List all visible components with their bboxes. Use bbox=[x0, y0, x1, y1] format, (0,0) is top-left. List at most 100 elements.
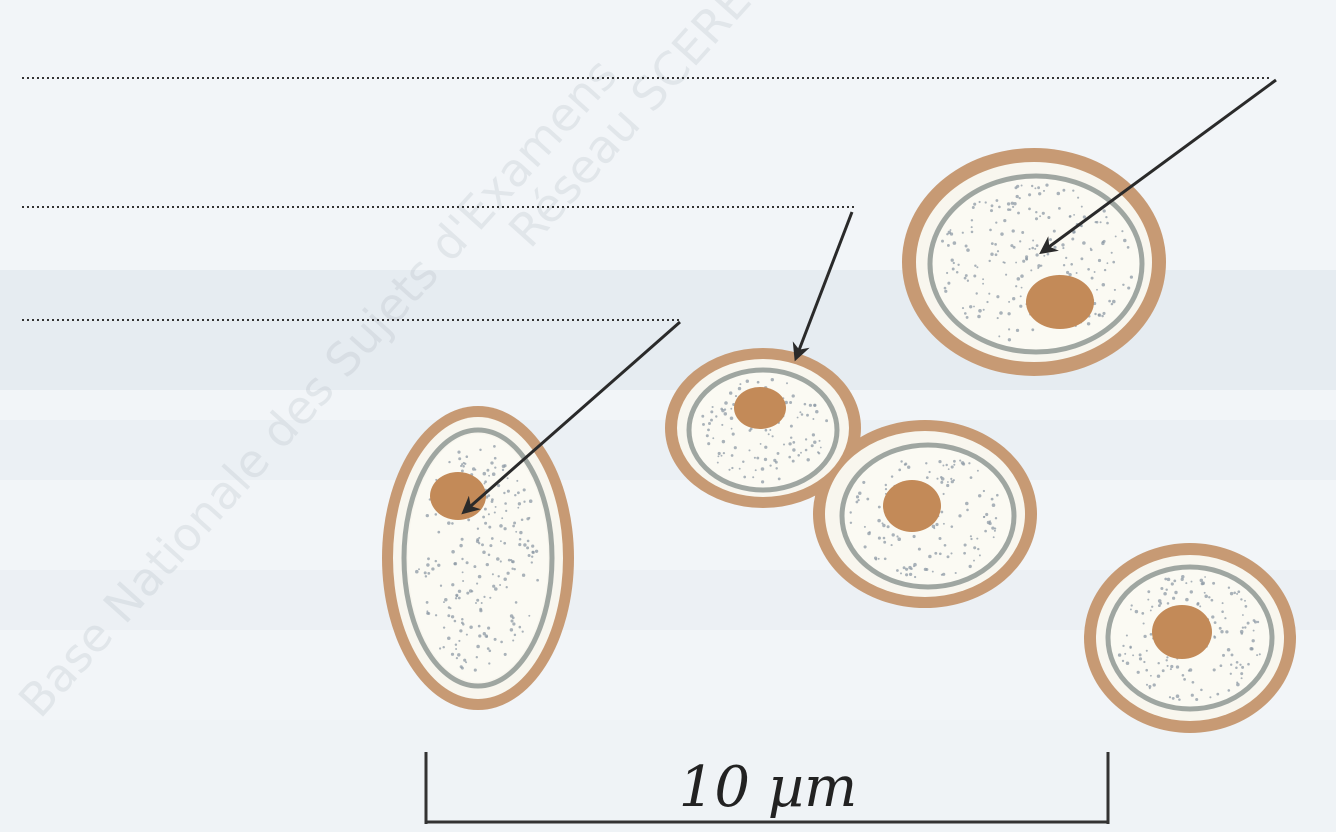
cytoplasm-dot bbox=[1176, 694, 1180, 698]
oval-cell bbox=[382, 406, 574, 710]
cytoplasm-dot bbox=[965, 274, 968, 277]
cytoplasm-dot bbox=[943, 493, 945, 495]
cytoplasm-dot bbox=[978, 494, 981, 497]
cytoplasm-dot bbox=[858, 491, 861, 494]
cytoplasm-dot bbox=[461, 667, 464, 670]
cytoplasm-dot bbox=[913, 535, 916, 538]
cytoplasm-dot bbox=[1178, 698, 1181, 701]
cytoplasm-dot bbox=[983, 516, 985, 518]
cytoplasm-dot bbox=[1019, 240, 1021, 242]
cytoplasm-dot bbox=[746, 380, 749, 383]
cytoplasm-dot bbox=[1237, 590, 1240, 593]
cytoplasm-dot bbox=[504, 502, 507, 505]
cytoplasm-dot bbox=[973, 546, 976, 549]
cytoplasm-dot bbox=[471, 590, 473, 592]
cytoplasm-dot bbox=[523, 488, 526, 491]
cytoplasm-dot bbox=[988, 522, 991, 525]
cytoplasm-dot bbox=[962, 232, 964, 234]
cytoplasm-dot bbox=[941, 477, 945, 481]
cytoplasm-dot bbox=[467, 518, 470, 521]
cytoplasm-dot bbox=[877, 519, 881, 523]
cytoplasm-dot bbox=[730, 416, 734, 420]
cytoplasm-dot bbox=[973, 560, 975, 562]
cytoplasm-dot bbox=[1169, 696, 1171, 698]
cytoplasm-dot bbox=[488, 475, 490, 477]
cytoplasm-dot bbox=[1047, 216, 1050, 219]
cytoplasm-dot bbox=[773, 459, 776, 462]
cytoplasm-dot bbox=[995, 199, 998, 202]
cytoplasm-dot bbox=[1043, 190, 1045, 192]
cytoplasm-dot bbox=[1244, 600, 1246, 602]
cytoplasm-dot bbox=[994, 530, 996, 532]
cytoplasm-dot bbox=[1036, 244, 1039, 247]
cytoplasm-dot bbox=[978, 309, 982, 313]
cytoplasm-dot bbox=[1122, 645, 1124, 647]
cytoplasm-dot bbox=[720, 408, 723, 411]
cytoplasm-dot bbox=[977, 548, 979, 550]
cytoplasm-dot bbox=[1227, 648, 1231, 652]
cytoplasm-dot bbox=[1191, 581, 1193, 583]
cytoplasm-dot bbox=[718, 452, 721, 455]
cytoplasm-dot bbox=[504, 527, 507, 530]
cytoplasm-dot bbox=[1007, 202, 1010, 205]
cytoplasm-dot bbox=[1192, 681, 1195, 684]
cytoplasm-dot bbox=[977, 315, 981, 319]
cytoplasm-dot bbox=[529, 499, 533, 503]
cytoplasm-dot bbox=[1102, 312, 1105, 315]
cytoplasm-dot bbox=[935, 523, 938, 526]
cytoplasm-dot bbox=[1028, 208, 1031, 211]
cytoplasm-dot bbox=[988, 260, 990, 262]
cytoplasm-dot bbox=[1012, 297, 1015, 300]
cytoplasm-dot bbox=[457, 451, 460, 454]
cytoplasm-dot bbox=[461, 558, 463, 560]
cytoplasm-dot bbox=[1174, 591, 1177, 594]
cytoplasm-dot bbox=[712, 406, 714, 408]
cytoplasm-dot bbox=[1150, 675, 1152, 677]
cytoplasm-dot bbox=[1201, 581, 1205, 585]
cytoplasm-dot bbox=[743, 476, 746, 479]
cytoplasm-dot bbox=[717, 455, 719, 457]
cytoplasm-dot bbox=[925, 462, 927, 464]
cytoplasm-dot bbox=[764, 458, 767, 461]
cytoplasm-dot bbox=[1106, 222, 1109, 225]
cytoplasm-dot bbox=[1080, 257, 1083, 260]
cytoplasm-dot bbox=[1037, 264, 1040, 267]
cytoplasm-dot bbox=[1150, 633, 1153, 636]
cytoplasm-dot bbox=[526, 546, 529, 549]
cytoplasm-dot bbox=[1017, 277, 1021, 281]
cytoplasm-dot bbox=[515, 601, 518, 604]
cytoplasm-dot bbox=[465, 661, 467, 663]
cytoplasm-dot bbox=[1096, 221, 1099, 224]
cytoplasm-dot bbox=[514, 494, 516, 496]
cytoplasm-dot bbox=[415, 570, 419, 574]
cytoplasm-dot bbox=[473, 565, 476, 568]
cytoplasm-dot bbox=[966, 509, 969, 512]
cytoplasm-dot bbox=[1019, 197, 1021, 199]
cytoplasm-dot bbox=[1149, 687, 1151, 689]
cytoplasm-dot bbox=[790, 425, 793, 428]
cytoplasm-dot bbox=[519, 538, 522, 541]
cytoplasm-dot bbox=[1195, 698, 1198, 701]
cytoplasm-dot bbox=[1220, 664, 1223, 667]
cytoplasm-dot bbox=[887, 525, 890, 528]
cytoplasm-dot bbox=[1112, 300, 1116, 304]
cytoplasm-dot bbox=[503, 577, 506, 580]
cytoplasm-dot bbox=[1115, 235, 1117, 237]
cytoplasm-dot bbox=[1220, 630, 1223, 633]
cytoplasm-dot bbox=[1249, 647, 1253, 651]
cytoplasm-dot bbox=[490, 461, 493, 464]
cytoplasm-dot bbox=[1082, 241, 1086, 245]
cytoplasm-dot bbox=[455, 597, 457, 599]
cytoplasm-dot bbox=[950, 229, 952, 231]
cytoplasm-dot bbox=[522, 630, 524, 632]
cytoplasm-dot bbox=[971, 226, 973, 228]
cytoplasm-dot bbox=[1131, 604, 1133, 606]
cytoplasm-dot bbox=[1016, 329, 1019, 332]
cytoplasm-dot bbox=[938, 460, 941, 463]
cytoplasm-dot bbox=[805, 438, 807, 440]
cytoplasm-dot bbox=[1228, 587, 1230, 589]
cytoplasm-dot bbox=[1069, 215, 1071, 217]
cytoplasm-dot bbox=[1173, 580, 1176, 583]
cytoplasm-dot bbox=[1087, 268, 1090, 271]
cytoplasm-dot bbox=[962, 307, 964, 309]
